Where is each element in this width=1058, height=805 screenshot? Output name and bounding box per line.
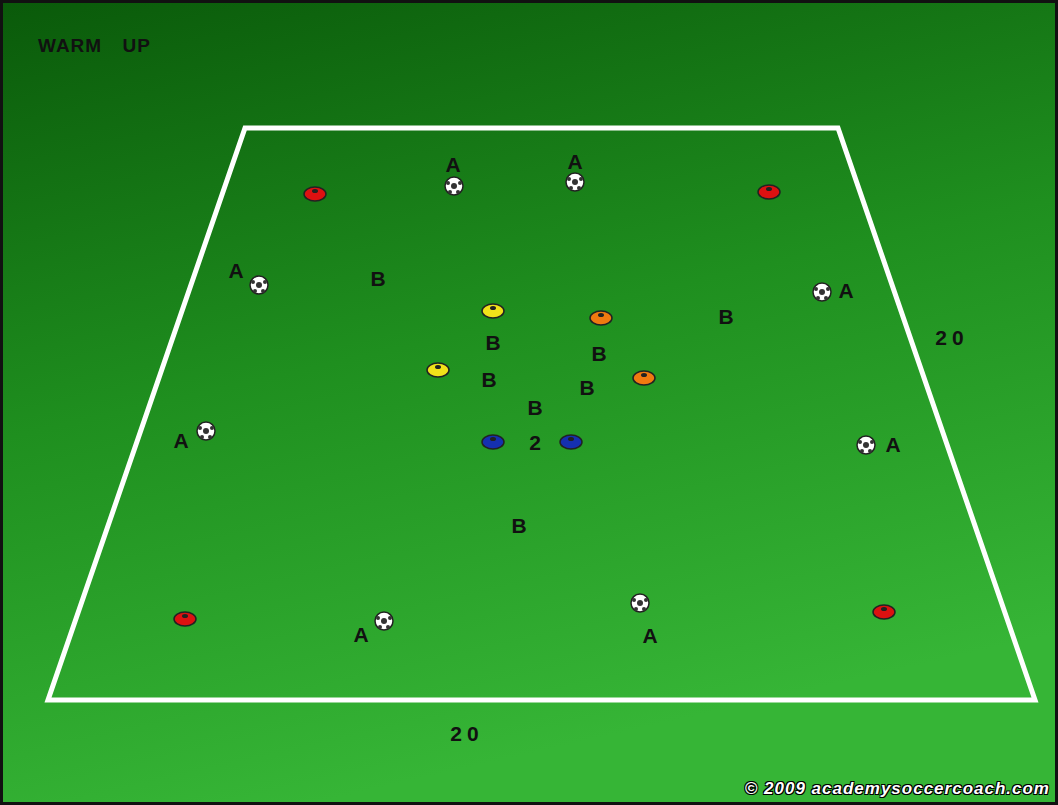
player-b: B bbox=[511, 515, 526, 536]
player-b: B bbox=[579, 377, 594, 398]
drill-title: WARM UP bbox=[38, 36, 151, 55]
player-a: A bbox=[838, 280, 853, 301]
player-b: B bbox=[370, 268, 385, 289]
player-a: A bbox=[353, 624, 368, 645]
dimension-label: 20 bbox=[935, 327, 968, 348]
player-b: B bbox=[527, 397, 542, 418]
player-a: A bbox=[228, 260, 243, 281]
player-a: A bbox=[642, 625, 657, 646]
player-b: B bbox=[591, 343, 606, 364]
gate-number: 2 bbox=[529, 432, 541, 453]
player-a: A bbox=[445, 154, 460, 175]
player-b: B bbox=[481, 369, 496, 390]
dimension-label: 20 bbox=[450, 723, 483, 744]
copyright-watermark: © 2009 academysoccercoach.com bbox=[745, 780, 1050, 797]
player-b: B bbox=[485, 332, 500, 353]
player-b: B bbox=[718, 306, 733, 327]
player-a: A bbox=[567, 151, 582, 172]
player-a: A bbox=[173, 430, 188, 451]
player-a: A bbox=[885, 434, 900, 455]
